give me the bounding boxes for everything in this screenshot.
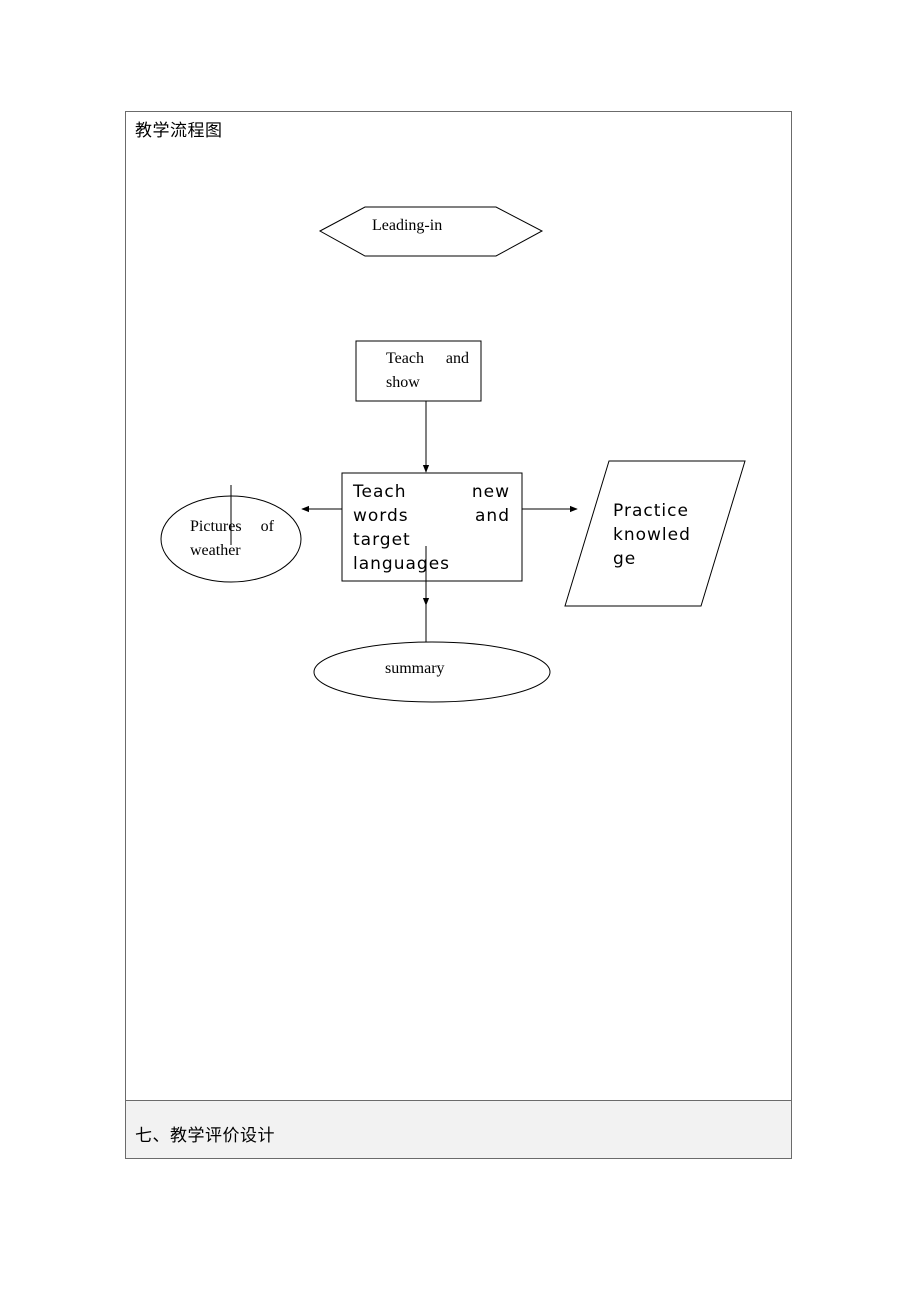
practice-line-3: ge	[613, 549, 637, 569]
teach-words-line-2: words and	[353, 506, 510, 526]
pictures-line-1: Pictures of	[190, 518, 274, 535]
pictures-line-2: weather	[190, 542, 241, 559]
teach-show-label: Teach and show	[386, 347, 469, 395]
practice-line-1: Practice	[613, 501, 689, 521]
flowchart-cell: 教学流程图	[126, 112, 791, 1101]
practice-label: Practice knowled ge	[613, 499, 691, 571]
leading-in-label: Leading-in	[372, 217, 443, 234]
summary-ellipse	[313, 641, 551, 703]
teach-words-line-1: Teach new	[353, 482, 510, 502]
teach-show-box	[355, 340, 482, 402]
practice-line-2: knowled	[613, 525, 691, 545]
practice-parallelogram	[564, 460, 746, 607]
leading-in-hexagon	[318, 206, 544, 257]
pictures-label: Pictures of weather	[190, 515, 274, 563]
teach-words-line-4: languages	[353, 554, 451, 574]
summary-label: summary	[385, 660, 445, 677]
evaluation-section-header: 七、教学评价设计	[126, 1101, 791, 1158]
teach-show-line-1: Teach and	[386, 350, 469, 367]
teach-words-line-3: target	[353, 530, 411, 550]
teach-words-box	[341, 472, 523, 582]
teach-show-line-2: show	[386, 374, 420, 391]
evaluation-section-title: 七、教学评价设计	[135, 1126, 275, 1145]
lesson-plan-table: 教学流程图 七、教学评价设计	[125, 111, 792, 1159]
flowchart-cell-title: 教学流程图	[135, 121, 223, 140]
teach-words-label: Teach new words and target languages	[353, 480, 510, 576]
